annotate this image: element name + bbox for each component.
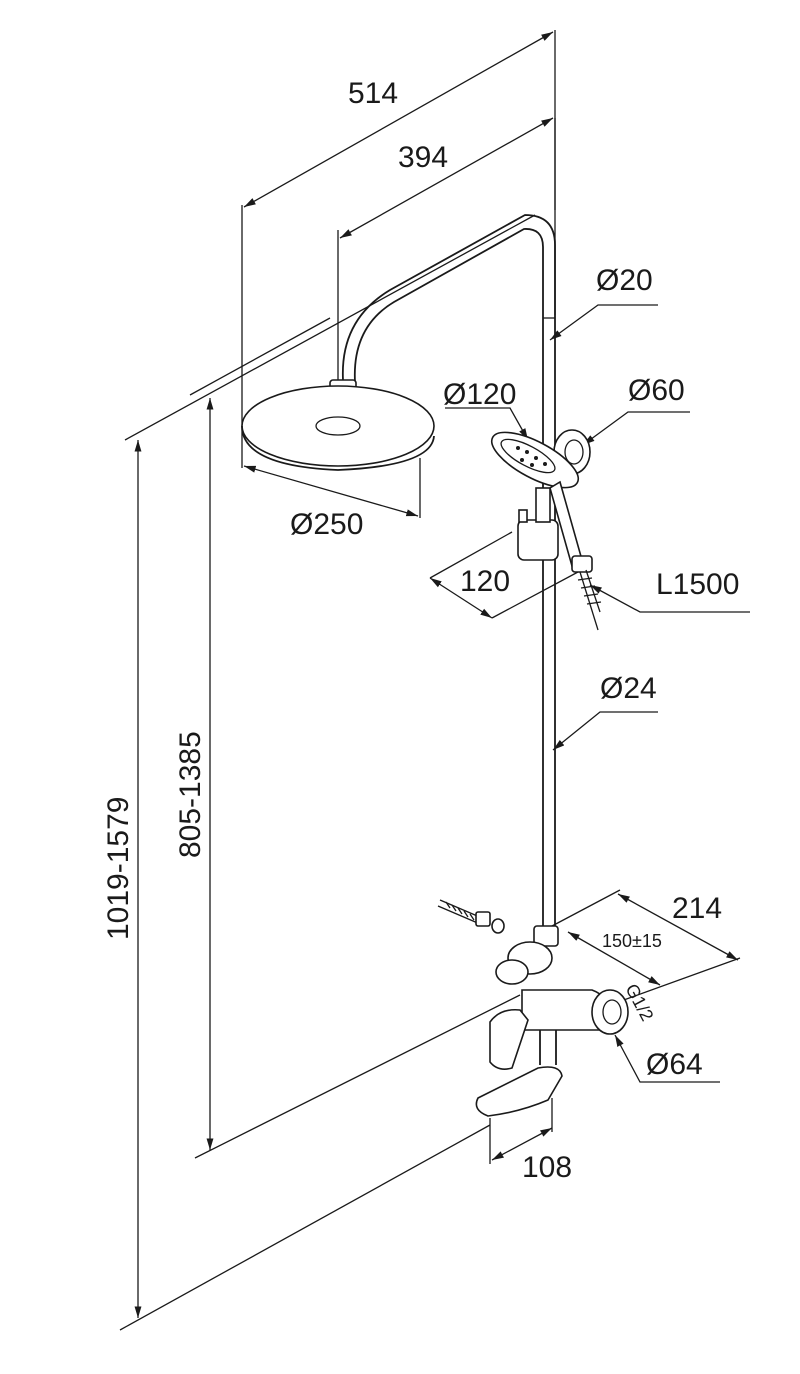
label-L1500: L1500	[656, 568, 739, 601]
dimension-lines	[134, 31, 741, 1318]
label-514: 514	[348, 77, 398, 110]
wall-flange	[591, 989, 629, 1035]
leader-24	[552, 711, 658, 751]
label-1019-1579: 1019-1579	[102, 797, 135, 940]
dim-line-150	[567, 931, 661, 986]
leader-64	[614, 1034, 720, 1083]
label-dia-64: Ø64	[646, 1048, 703, 1081]
label-dia-20: Ø20	[596, 264, 653, 297]
label-dia-250: Ø250	[290, 508, 363, 541]
extension-lines	[119, 30, 556, 1331]
hand-shower-head	[490, 431, 580, 489]
rain-head	[241, 385, 435, 467]
label-805-1385: 805-1385	[174, 731, 207, 858]
overhead-shower	[241, 214, 556, 471]
bath-mixer	[437, 899, 629, 1117]
label-214: 214	[672, 892, 722, 925]
dim-line-250	[243, 465, 419, 517]
leader-60	[582, 411, 690, 446]
dim-line-120	[429, 577, 493, 619]
dim-line-514	[243, 31, 554, 208]
hand-shower-assembly	[490, 429, 602, 631]
label-394: 394	[398, 141, 448, 174]
leader-lines	[445, 304, 750, 1083]
label-dia-60: Ø60	[628, 374, 685, 407]
leader-20	[549, 304, 658, 341]
label-dia-120: Ø120	[443, 378, 516, 411]
riser-pipe	[539, 317, 557, 1065]
slider	[517, 519, 559, 561]
label-108: 108	[522, 1151, 572, 1184]
dim-line-108	[491, 1127, 553, 1161]
dim-line-394	[339, 117, 554, 239]
leader-120	[445, 407, 529, 441]
dimension-labels: 514 394 Ø20 Ø120 Ø60 Ø250 120 L1500 Ø24 …	[102, 77, 739, 1184]
label-120: 120	[460, 565, 510, 598]
label-dia-24: Ø24	[600, 672, 657, 705]
dim-line-214	[617, 893, 739, 961]
label-150-15: 150±15	[602, 931, 662, 951]
leader-1500	[589, 584, 750, 613]
